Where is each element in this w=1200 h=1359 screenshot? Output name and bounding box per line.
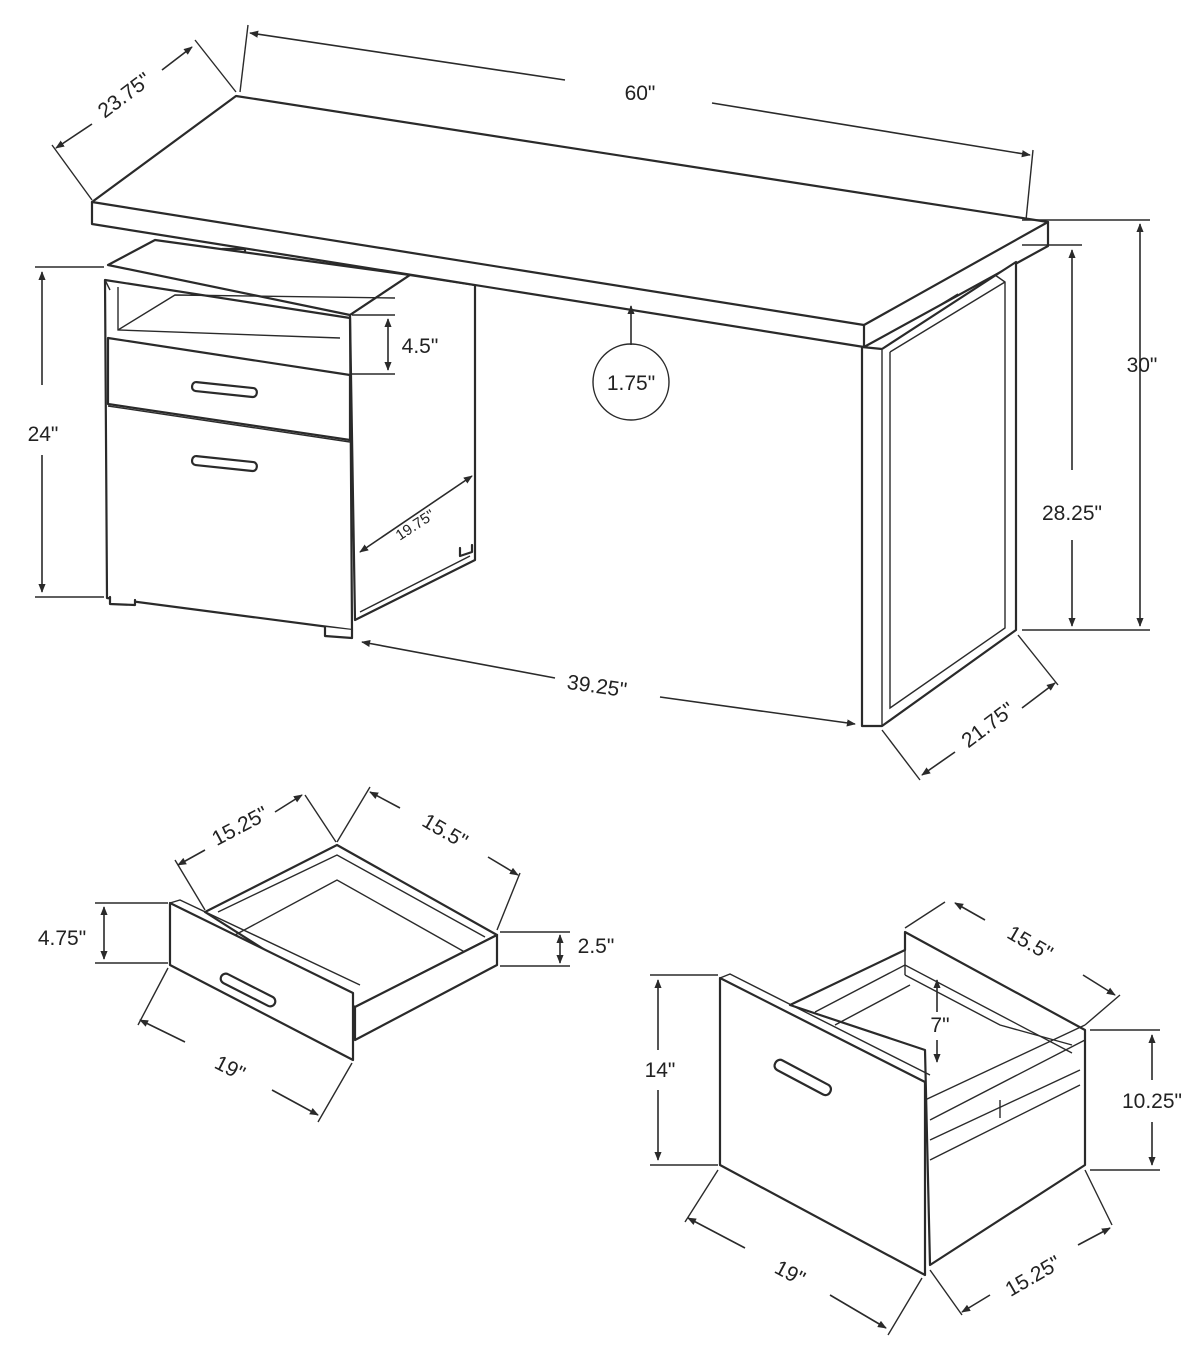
label-top-width: 60" xyxy=(625,82,656,105)
label-small-inner-depth: 15.25" xyxy=(208,802,272,850)
label-file-inner-width: 15.5" xyxy=(1003,921,1056,965)
small-drawer-handle xyxy=(219,972,277,1008)
label-file-box-depth: 15.25" xyxy=(1002,1251,1065,1301)
label-file-box-height: 10.25" xyxy=(1122,1090,1182,1113)
label-file-front-height: 14" xyxy=(645,1059,676,1082)
label-file-inner-height: 7" xyxy=(930,1014,949,1037)
label-file-front-width: 19" xyxy=(771,1256,809,1291)
drawer-handle-top xyxy=(190,380,258,399)
label-leg-height: 28.25" xyxy=(1042,502,1102,525)
label-total-height: 30" xyxy=(1127,354,1158,377)
file-drawer-illustration xyxy=(718,930,1087,1277)
label-top-thickness: 1.75" xyxy=(607,372,655,395)
label-leg-depth: 21.75" xyxy=(957,698,1019,752)
label-small-front-height: 4.75" xyxy=(38,927,86,950)
label-shelf-opening: 4.5" xyxy=(402,335,439,358)
small-drawer-illustration xyxy=(168,843,499,1062)
label-leg-span: 39.25" xyxy=(566,671,629,702)
label-small-inner-height: 2.5" xyxy=(578,935,615,958)
label-cabinet-height: 24" xyxy=(28,423,59,446)
label-small-inner-width: 15.5" xyxy=(418,809,471,853)
label-small-front-width: 19" xyxy=(211,1051,249,1085)
label-top-depth: 23.75" xyxy=(94,68,156,122)
drawer-handle-file xyxy=(190,454,258,473)
callout-circle xyxy=(592,343,670,421)
file-drawer-handle xyxy=(773,1058,833,1097)
desk-illustration xyxy=(90,94,1050,728)
